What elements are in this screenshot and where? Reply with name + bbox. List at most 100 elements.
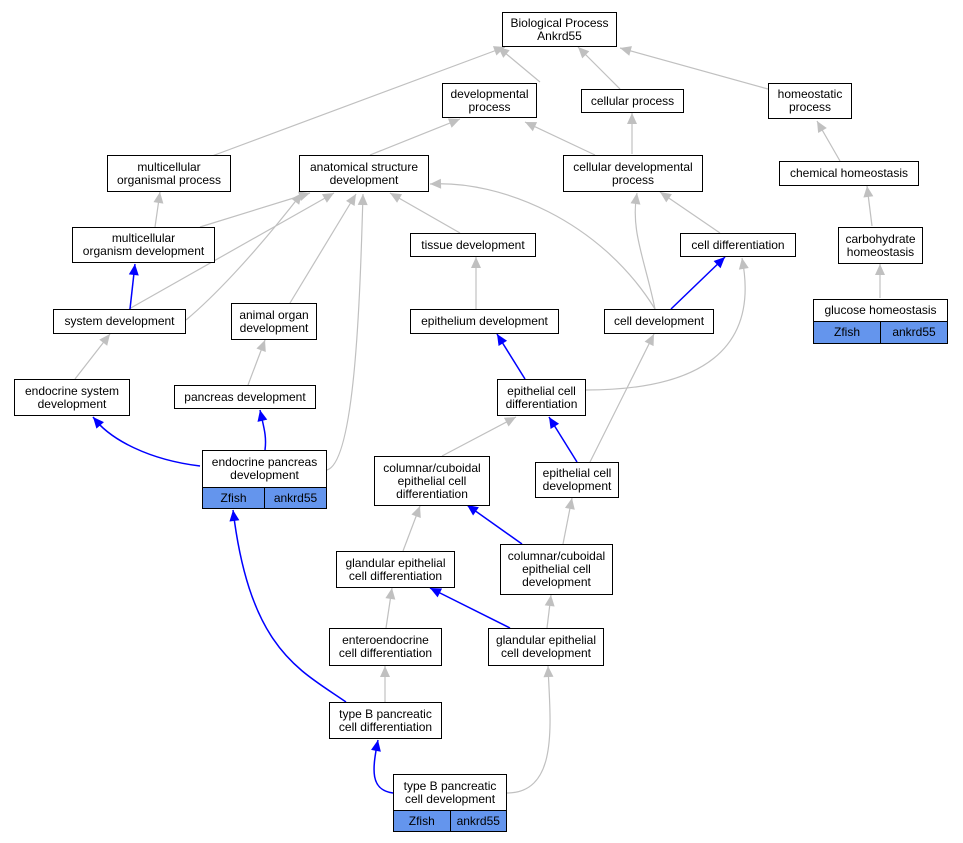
edge-arrowhead <box>291 193 302 205</box>
node-endocrine-system-development[interactable]: endocrine system development <box>14 379 130 416</box>
node-multicellular-organismal-process[interactable]: multicellular organismal process <box>107 155 231 192</box>
graph-edge <box>128 192 335 310</box>
graph-edge <box>619 47 769 90</box>
graph-edges <box>74 46 885 794</box>
edge-arrowhead <box>411 506 421 519</box>
graph-edge <box>185 192 303 321</box>
edge-arrowhead <box>357 194 368 206</box>
graph-edge <box>211 46 506 157</box>
node-columnar-cuboidal-epithelial-cell-development[interactable]: columnar/cuboidal epithelial cell develo… <box>500 544 613 595</box>
annotation-row-endocrine-pancreas-development: Zfish ankrd55 <box>202 487 327 509</box>
graph-edge <box>466 504 523 545</box>
node-cell-differentiation[interactable]: cell differentiation <box>680 233 796 257</box>
edge-arrowhead <box>627 113 637 124</box>
node-glandular-epithelial-cell-development[interactable]: glandular epithelial cell development <box>488 628 604 666</box>
edge-arrowhead <box>390 193 403 203</box>
node-developmental-process[interactable]: developmental process <box>442 83 537 118</box>
node-biological-process-ankrd55[interactable]: Biological Process Ankrd55 <box>502 12 617 47</box>
edge-arrowhead <box>492 46 505 56</box>
graph-edge <box>232 509 347 703</box>
edge-arrowhead <box>471 257 481 268</box>
edge-arrowhead <box>256 340 266 353</box>
edge-arrowhead <box>385 588 396 600</box>
edge-arrowhead <box>863 186 874 198</box>
edge-arrowhead <box>321 193 334 203</box>
edge-arrowhead <box>644 334 654 347</box>
graph-edge <box>589 333 655 463</box>
edge-arrowhead <box>99 334 110 346</box>
edge-arrowhead <box>578 47 590 59</box>
node-epithelium-development[interactable]: epithelium development <box>410 309 559 334</box>
node-enteroendocrine-cell-differentiation[interactable]: enteroendocrine cell differentiation <box>329 628 442 666</box>
graph-edge <box>429 183 656 310</box>
edge-arrowhead <box>467 505 479 516</box>
edge-arrowhead <box>503 417 516 427</box>
graph-edge <box>92 416 201 467</box>
node-endocrine-pancreas-development[interactable]: endocrine pancreas development <box>202 450 327 488</box>
node-epithelial-cell-differentiation[interactable]: epithelial cell differentiation <box>497 379 586 416</box>
edge-arrowhead <box>93 417 104 429</box>
edge-arrowhead <box>430 588 443 598</box>
edge-arrowhead <box>447 118 460 128</box>
node-epithelial-cell-development[interactable]: epithelial cell development <box>535 462 619 498</box>
edge-arrowhead <box>543 666 554 678</box>
edge-arrowhead <box>630 193 641 205</box>
graph-edge <box>524 121 596 156</box>
node-anatomical-structure-development[interactable]: anatomical structure development <box>299 155 429 192</box>
edge-arrowhead <box>497 334 508 346</box>
edge-arrowhead <box>817 121 827 134</box>
edge-arrowhead <box>875 264 885 275</box>
edge-arrowhead <box>549 417 560 429</box>
node-pancreas-development[interactable]: pancreas development <box>174 385 316 409</box>
edge-arrowhead <box>430 178 442 189</box>
annotation-zfish[interactable]: Zfish <box>408 813 435 828</box>
node-columnar-cuboidal-epithelial-cell-differentiation[interactable]: columnar/cuboidal epithelial cell differ… <box>374 456 490 506</box>
node-cellular-process[interactable]: cellular process <box>581 89 684 113</box>
node-type-b-pancreatic-cell-development[interactable]: type B pancreatic cell development <box>393 774 507 811</box>
graph-edge <box>369 118 461 156</box>
edge-arrowhead <box>257 410 268 422</box>
edge-arrowhead <box>380 666 390 677</box>
annotation-zfish[interactable]: Zfish <box>833 325 860 339</box>
edge-arrowhead <box>564 498 575 510</box>
graph-edge <box>389 192 461 234</box>
edge-arrowhead <box>346 194 356 206</box>
node-animal-organ-development[interactable]: animal organ development <box>231 303 317 340</box>
edge-arrowhead <box>738 258 749 270</box>
annotation-ankrd55[interactable]: ankrd55 <box>880 322 947 343</box>
node-system-development[interactable]: system development <box>53 309 186 334</box>
node-type-b-pancreatic-cell-differentiation[interactable]: type B pancreatic cell differentiation <box>329 702 442 739</box>
node-tissue-development[interactable]: tissue development <box>410 233 536 257</box>
annotation-ankrd55[interactable]: ankrd55 <box>264 488 326 508</box>
edge-arrowhead <box>153 192 164 204</box>
node-chemical-homeostasis[interactable]: chemical homeostasis <box>779 161 919 186</box>
edge-arrowhead <box>544 595 555 607</box>
node-cell-development[interactable]: cell development <box>604 309 714 334</box>
graph-edge <box>441 416 517 457</box>
annotation-row-type-b-pancreatic-cell-development: Zfish ankrd55 <box>393 810 507 832</box>
edge-arrowhead <box>371 740 381 752</box>
edge-arrowhead <box>229 510 240 522</box>
node-cellular-developmental-process[interactable]: cellular developmental process <box>563 155 703 192</box>
node-glandular-epithelial-cell-differentiation[interactable]: glandular epithelial cell differentiatio… <box>336 551 455 588</box>
node-carbohydrate-homeostasis[interactable]: carbohydrate homeostasis <box>838 227 923 264</box>
graph-edge <box>429 587 511 629</box>
node-multicellular-organism-development[interactable]: multicellular organism development <box>72 227 215 263</box>
annotation-row-glucose-homeostasis: Zfish ankrd55 <box>813 321 948 344</box>
edge-arrowhead <box>620 46 632 56</box>
annotation-ankrd55[interactable]: ankrd55 <box>449 811 507 831</box>
node-glucose-homeostasis[interactable]: glucose homeostasis <box>813 299 948 322</box>
edge-arrowhead <box>525 122 538 132</box>
annotation-zfish[interactable]: Zfish <box>220 490 247 505</box>
edge-arrowhead <box>128 264 139 276</box>
graph-edge <box>326 193 364 471</box>
edge-arrowhead <box>713 257 725 269</box>
graph-edge <box>670 256 726 310</box>
edge-arrowhead <box>660 192 672 203</box>
graph-edge <box>506 665 551 794</box>
graph-edge <box>634 192 656 310</box>
graph-edge <box>289 193 357 304</box>
node-homeostatic-process[interactable]: homeostatic process <box>768 83 852 119</box>
graph-edge <box>659 191 721 234</box>
